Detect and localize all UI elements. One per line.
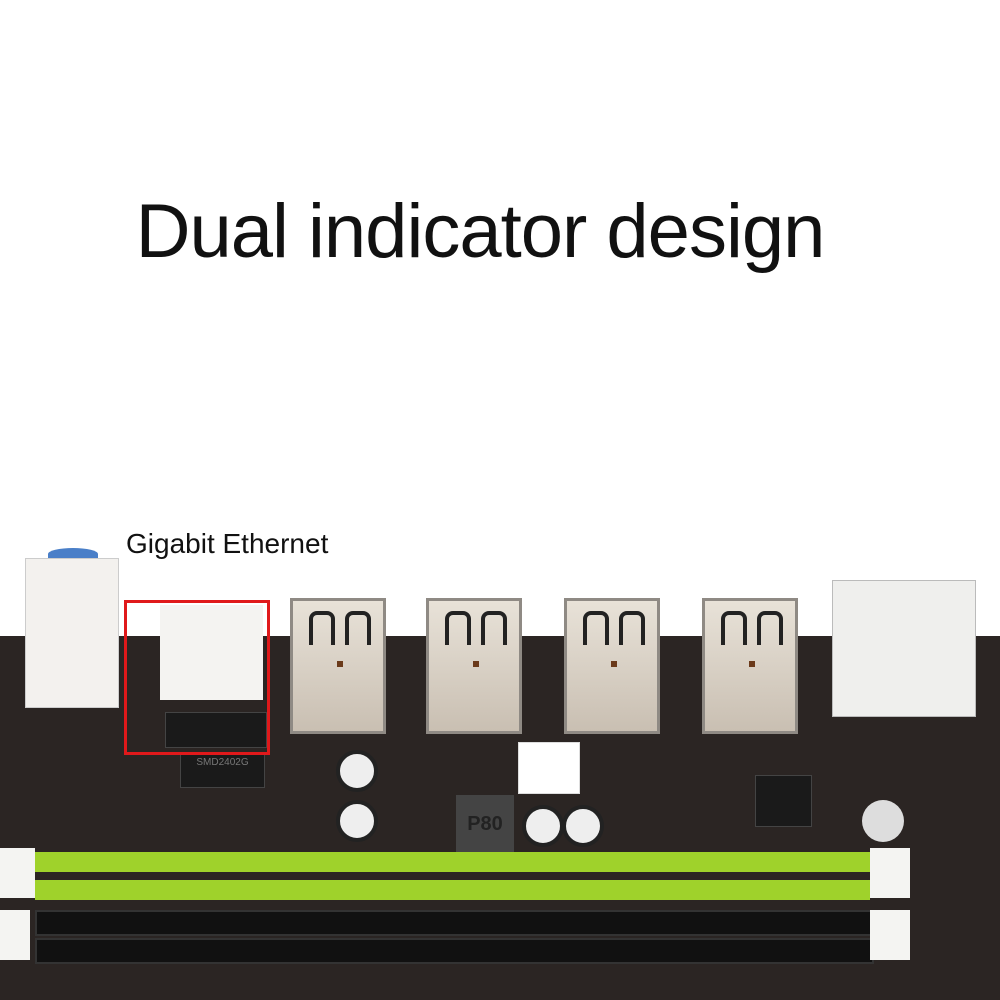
- ram-latch: [0, 910, 30, 960]
- gigabit-ethernet-label: Gigabit Ethernet: [126, 528, 329, 559]
- ram-slot: [35, 910, 874, 936]
- usb-port: [426, 598, 522, 734]
- capacitor: [336, 750, 378, 792]
- left-rj45-port: [25, 558, 119, 708]
- chip: [755, 775, 812, 827]
- usb-port: [290, 598, 386, 734]
- lan-chip: [165, 712, 267, 748]
- capacitor: [522, 805, 564, 847]
- ram-slot: [35, 938, 874, 964]
- inductor: P80: [456, 795, 514, 853]
- left-port-cap: [48, 548, 98, 560]
- controller-chip: SMD2402G: [180, 752, 265, 788]
- headline: Dual indicator design: [135, 189, 826, 274]
- ram-latch: [870, 910, 910, 960]
- ram-slot: [35, 852, 870, 872]
- capacitor: [562, 805, 604, 847]
- right-port: [832, 580, 976, 717]
- ram-latch: [870, 848, 910, 898]
- highlight-box: [124, 600, 270, 755]
- usb-port: [702, 598, 798, 734]
- qr-label: [518, 742, 580, 794]
- usb-port: [564, 598, 660, 734]
- ram-slot: [35, 880, 870, 900]
- ram-latch: [0, 848, 35, 898]
- capacitor: [336, 800, 378, 842]
- fan-header: [862, 800, 904, 842]
- ethernet-port: [160, 605, 263, 700]
